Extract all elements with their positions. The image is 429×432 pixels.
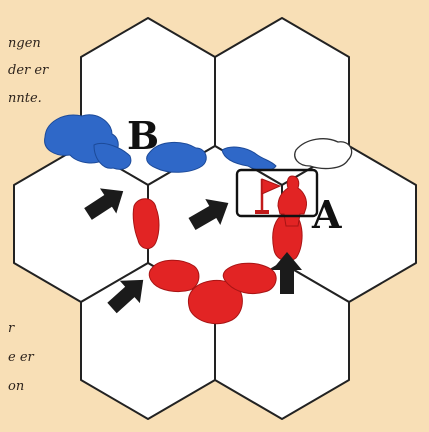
label-b: B [127,113,160,158]
text-fragment-3: nnte. [8,91,42,106]
blue-unit-2 [93,142,132,170]
arrow-icon-group [84,188,302,314]
red-unit-left [132,198,160,249]
blue-unit-4 [221,146,277,171]
text-fragment-1: ngen [8,36,41,51]
red-unit-bottom-right [222,262,277,295]
outline-unit-placeholder [294,138,353,170]
text-fragment-5: e er [8,350,34,365]
arrow-icon-upper-right [188,199,229,231]
arrow-icon-lower-left [107,279,144,314]
arrow-icon-upper-left [84,188,124,220]
highlight-box-a [235,168,319,218]
red-figure-icon [277,175,307,227]
text-fragment-4: r [8,321,15,336]
arrow-icon-lower-right [272,252,302,294]
red-unit-bottom-middle [188,279,243,325]
red-unit-bottom-left [148,259,200,293]
text-fragment-6: on [8,379,25,394]
label-a: A [312,192,342,237]
flag-icon [255,178,282,214]
blue-unit-3 [146,142,207,173]
text-fragment-2: der er [8,63,49,78]
